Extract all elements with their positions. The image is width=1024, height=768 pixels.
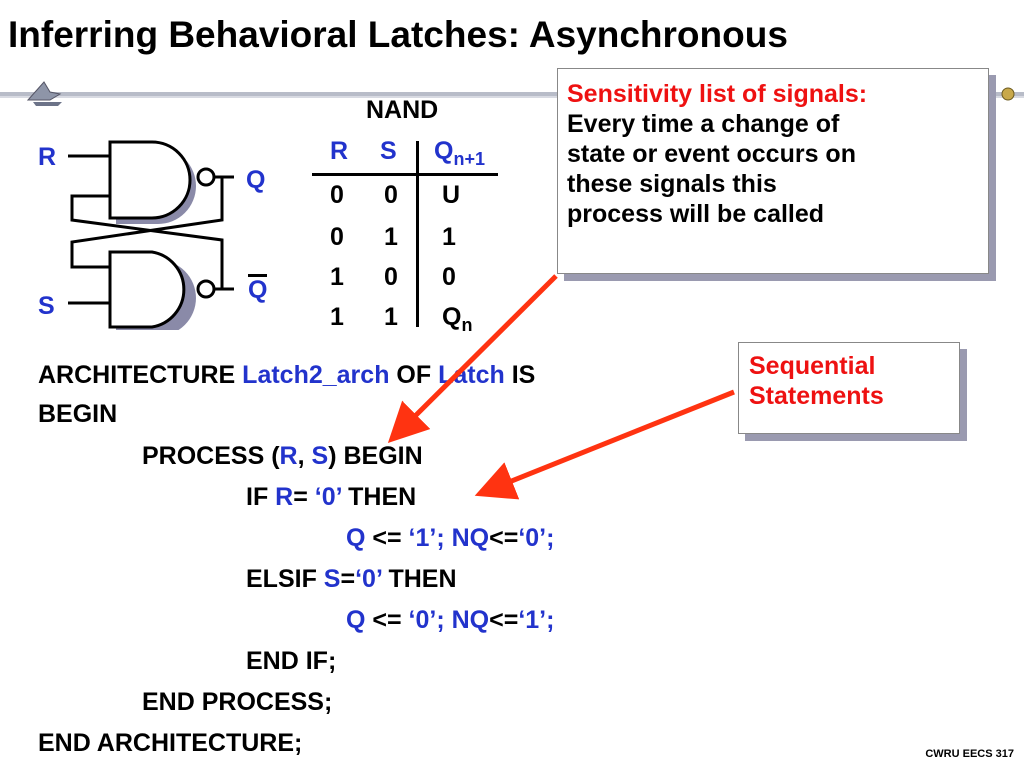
code-line-if: IF R= ‘0’ THEN xyxy=(246,483,417,511)
truth-table-cell: 0 xyxy=(442,263,456,291)
truth-table-header-q: Qn+1 xyxy=(434,137,485,169)
truth-table-rule xyxy=(312,173,498,176)
code-line-end-if: END IF; xyxy=(246,647,337,675)
truth-table-cell: 1 xyxy=(384,303,398,331)
nand-gate-top xyxy=(108,140,192,220)
nand-gate-bottom xyxy=(108,250,186,329)
sensitivity-callout-line: state or event occurs on xyxy=(567,140,856,168)
sequential-callout: Sequential Statements xyxy=(738,342,960,434)
footer-text: CWRU EECS 317 xyxy=(925,748,1014,760)
truth-table-divider xyxy=(416,141,419,327)
sensitivity-arrow xyxy=(387,274,558,444)
sequential-callout-line: Sequential xyxy=(749,352,876,380)
output-q-label: Q xyxy=(246,166,266,194)
sr-latch-diagram xyxy=(68,140,234,330)
truth-table-cell: 0 xyxy=(330,181,344,209)
code-line-begin: BEGIN xyxy=(38,400,118,428)
code-line-end-process: END PROCESS; xyxy=(142,688,333,716)
input-s-label: S xyxy=(38,292,55,320)
sequential-arrow xyxy=(474,389,735,500)
truth-table-cell: Qn xyxy=(442,303,473,335)
code-line-assign-2: Q <= ‘0’; NQ<=‘1’; xyxy=(346,606,555,634)
sequential-callout-line: Statements xyxy=(749,382,884,410)
truth-table-cell: 0 xyxy=(330,223,344,251)
truth-table-header-r: R xyxy=(330,137,349,165)
code-line-end-architecture: END ARCHITECTURE; xyxy=(38,729,303,757)
code-line-elsif: ELSIF S=‘0’ THEN xyxy=(246,565,457,593)
input-r-label: R xyxy=(38,143,57,171)
code-line-process: PROCESS (R, S) BEGIN xyxy=(142,442,423,470)
sensitivity-callout: Sensitivity list of signals: Every time … xyxy=(557,68,989,274)
sensitivity-callout-heading: Sensitivity list of signals: xyxy=(567,80,868,108)
code-line-assign-1: Q <= ‘1’; NQ<=‘0’; xyxy=(346,524,555,552)
output-qbar-label: Q xyxy=(248,274,268,304)
truth-table-cell: 0 xyxy=(384,181,398,209)
ship-logo-icon xyxy=(26,81,62,106)
code-line-architecture: ARCHITECTURE Latch2_arch OF Latch IS xyxy=(38,361,536,389)
sensitivity-callout-line: process will be called xyxy=(567,200,825,228)
title-divider-bar xyxy=(0,81,1024,106)
truth-table-cell: 1 xyxy=(442,223,456,251)
truth-table-header-s: S xyxy=(380,137,397,165)
slide-title: Inferring Behavioral Latches: Asynchrono… xyxy=(8,14,788,55)
truth-table-cell: 1 xyxy=(330,263,344,291)
sensitivity-callout-line: these signals this xyxy=(567,170,777,198)
truth-table-cell: 0 xyxy=(384,263,398,291)
truth-table-cell: U xyxy=(442,181,461,209)
seal-icon xyxy=(1001,87,1015,101)
truth-table-cell: 1 xyxy=(330,303,344,331)
truth-table-title: NAND xyxy=(366,96,439,124)
truth-table-cell: 1 xyxy=(384,223,398,251)
sensitivity-callout-line: Every time a change of xyxy=(567,110,840,138)
